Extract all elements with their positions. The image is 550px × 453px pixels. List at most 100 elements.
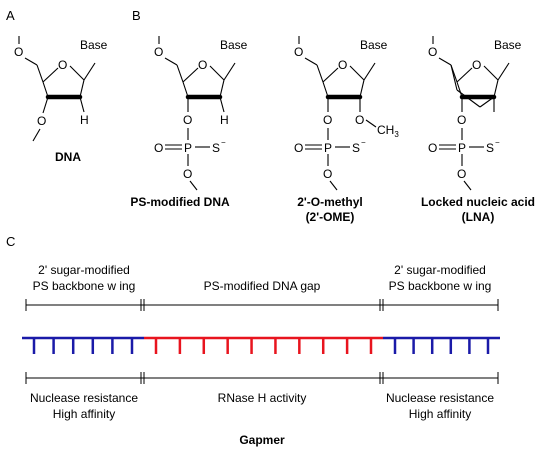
bond bbox=[182, 67, 199, 83]
bond bbox=[456, 81, 463, 98]
bond bbox=[223, 62, 236, 81]
bond bbox=[493, 79, 499, 98]
atom-o2: O bbox=[355, 113, 364, 127]
bond bbox=[497, 62, 510, 81]
molecule-name-abbrev: (2'-OME) bbox=[306, 210, 355, 224]
bond bbox=[219, 79, 225, 98]
atom-s-charge: − bbox=[221, 138, 226, 147]
bond bbox=[182, 81, 189, 98]
bond bbox=[79, 96, 85, 113]
atom-o-lower: O bbox=[323, 167, 332, 181]
top-label-right-line1: 2' sugar-modified bbox=[394, 263, 486, 277]
atom-s: S bbox=[352, 141, 360, 155]
bond bbox=[304, 57, 318, 66]
atom-p: P bbox=[458, 141, 466, 155]
bond-bridge bbox=[450, 64, 458, 91]
atom-ch3-text: CH bbox=[377, 123, 394, 137]
atom-base: Base bbox=[494, 38, 522, 52]
bottom-label-left-line2: High affinity bbox=[53, 407, 115, 421]
molecule-name-abbrev: (LNA) bbox=[462, 210, 495, 224]
atom-ch3-subscript: 3 bbox=[394, 130, 399, 139]
molecule-ps-dna: O O Base H O P O S − O PS-modified DNA bbox=[130, 36, 248, 209]
atom-o-lower: O bbox=[457, 167, 466, 181]
bond bbox=[176, 64, 184, 83]
top-label-left-line1: 2' sugar-modified bbox=[38, 263, 130, 277]
atom-o-double: O bbox=[428, 141, 437, 155]
bond bbox=[349, 65, 365, 81]
bottom-label-right-line2: High affinity bbox=[409, 407, 471, 421]
atom-h2: H bbox=[220, 113, 229, 127]
molecule-name: DNA bbox=[55, 150, 81, 164]
atom-o3: O bbox=[457, 113, 466, 127]
bond bbox=[42, 96, 49, 114]
bond bbox=[209, 65, 225, 81]
atom-ring-o: O bbox=[472, 58, 481, 72]
atom-s-charge: − bbox=[361, 138, 366, 147]
bond-bridge bbox=[479, 96, 495, 108]
molecule-lna: O O Base O P O S − O Locked nucleic acid… bbox=[421, 36, 535, 224]
atom-ring-o: O bbox=[198, 58, 207, 72]
bond bbox=[329, 180, 338, 191]
bond bbox=[365, 119, 377, 128]
bond bbox=[463, 180, 472, 191]
molecule-name: 2'-O-methyl bbox=[297, 195, 363, 209]
bond bbox=[69, 65, 85, 81]
bond bbox=[189, 180, 198, 191]
top-label-gap: PS-modified DNA gap bbox=[204, 279, 321, 293]
bond bbox=[36, 64, 44, 83]
atom-s-charge: − bbox=[495, 138, 500, 147]
bond-bridge bbox=[456, 89, 481, 108]
atom-o-double: O bbox=[154, 141, 163, 155]
atom-p: P bbox=[324, 141, 332, 155]
bond bbox=[24, 57, 38, 66]
atom-ch3: CH3 bbox=[377, 123, 399, 139]
bond bbox=[42, 67, 59, 83]
atom-o5: O bbox=[14, 45, 23, 59]
atom-o-double: O bbox=[294, 141, 303, 155]
bottom-label-right-line1: Nuclease resistance bbox=[386, 391, 494, 405]
bond bbox=[456, 67, 473, 83]
top-label-right-line2: PS backbone w ing bbox=[389, 279, 492, 293]
bond bbox=[483, 65, 499, 81]
atom-o5: O bbox=[154, 45, 163, 59]
oligo-strand bbox=[22, 336, 500, 354]
molecule-2-o-methyl: O O Base O CH3 O P O S − O 2'-O-methyl (… bbox=[294, 36, 399, 224]
atom-o3: O bbox=[183, 113, 192, 127]
molecule-name: Locked nucleic acid bbox=[421, 195, 535, 209]
top-label-left-line2: PS backbone w ing bbox=[33, 279, 136, 293]
panel-label-c: C bbox=[6, 234, 15, 249]
atom-base: Base bbox=[80, 38, 108, 52]
gapmer-title: Gapmer bbox=[239, 433, 285, 447]
top-bracket bbox=[25, 299, 499, 311]
bond bbox=[363, 62, 376, 81]
atom-o-lower: O bbox=[183, 167, 192, 181]
atom-s: S bbox=[486, 141, 494, 155]
atom-o5: O bbox=[294, 45, 303, 59]
atom-ring-o: O bbox=[58, 58, 67, 72]
atom-ring-o: O bbox=[338, 58, 347, 72]
bond bbox=[83, 62, 96, 81]
panel-label-a: A bbox=[6, 8, 15, 23]
bond bbox=[359, 79, 365, 98]
bond bbox=[32, 128, 41, 142]
gapmer-diagram: 2' sugar-modified PS backbone w ing PS-m… bbox=[22, 263, 500, 447]
bond bbox=[42, 81, 49, 98]
bond bbox=[322, 67, 339, 83]
atom-o3: O bbox=[323, 113, 332, 127]
bottom-bracket bbox=[25, 372, 499, 384]
bond bbox=[164, 57, 178, 66]
atom-base: Base bbox=[220, 38, 248, 52]
atom-p: P bbox=[184, 141, 192, 155]
bond bbox=[79, 79, 85, 98]
atom-h2: H bbox=[80, 113, 89, 127]
atom-o5: O bbox=[428, 45, 437, 59]
bottom-label-gap: RNase H activity bbox=[218, 391, 307, 405]
molecule-name: PS-modified DNA bbox=[130, 195, 230, 209]
bond bbox=[438, 57, 452, 66]
molecule-dna: O O Base H O DNA bbox=[14, 36, 108, 164]
bond bbox=[219, 96, 225, 113]
atom-o3: O bbox=[37, 114, 46, 128]
bond bbox=[322, 81, 329, 98]
